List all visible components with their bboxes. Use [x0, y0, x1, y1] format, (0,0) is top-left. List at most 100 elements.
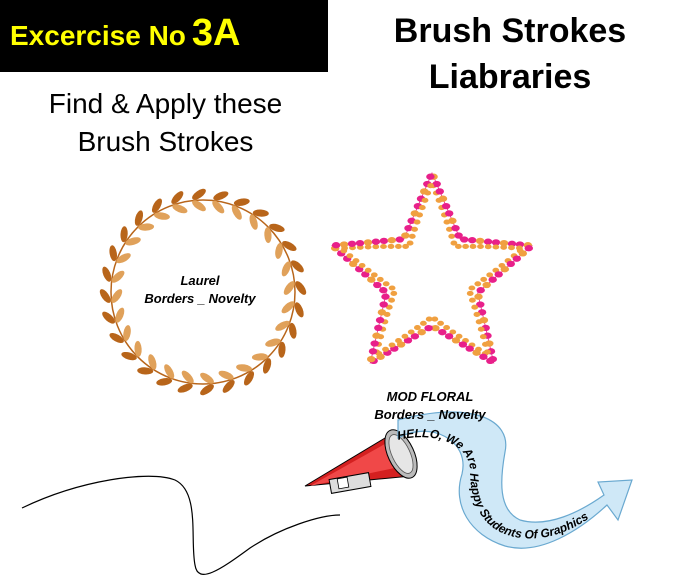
floral-petal	[446, 226, 453, 232]
floral-petal	[512, 255, 521, 262]
laurel-leaf	[294, 302, 304, 318]
page-heading: Brush Strokes Liabraries	[340, 8, 680, 100]
floral-petal	[346, 253, 354, 259]
laurel-leaf	[249, 214, 258, 230]
floral-petal	[476, 287, 485, 294]
laurel-leaf	[116, 253, 131, 264]
floral-petal	[388, 285, 396, 291]
laurel-wreath	[99, 188, 307, 396]
floral-petal	[367, 355, 376, 363]
floral-petal	[451, 337, 461, 344]
floral-petal	[425, 316, 433, 322]
floral-petal	[371, 238, 381, 245]
floral-petal	[482, 281, 491, 289]
laurel-leaf	[192, 200, 206, 212]
floral-petal	[331, 242, 341, 249]
laurel-leaf	[109, 333, 124, 344]
floral-petal	[381, 293, 390, 300]
floral-petal	[444, 333, 454, 340]
floral-petal	[339, 241, 349, 248]
laurel-leaf	[295, 281, 307, 295]
floral-petal	[432, 180, 441, 188]
floral-petal	[370, 272, 378, 278]
floral-petal	[390, 290, 398, 296]
laurel-caption: Laurel Borders _ Novelty	[130, 272, 270, 308]
floral-caption: MOD FLORAL Borders _ Novelty	[360, 388, 500, 424]
laurel-leaf	[269, 223, 285, 233]
floral-petal	[458, 341, 468, 348]
floral-petal	[402, 243, 409, 249]
floral-petal	[474, 281, 482, 287]
laurel-leaf	[123, 325, 131, 341]
floral-petal	[491, 239, 501, 246]
floral-petal	[448, 233, 456, 239]
floral-petal	[387, 243, 395, 249]
floral-petal	[477, 326, 485, 332]
laurel-leaf	[192, 188, 206, 200]
floral-petal	[441, 202, 451, 210]
floral-petal	[506, 260, 515, 268]
floral-petal	[500, 244, 508, 250]
floral-petal	[420, 320, 427, 326]
floral-petal	[524, 245, 533, 252]
floral-petal	[443, 325, 450, 331]
floral-petal	[488, 276, 497, 283]
floral-petal	[483, 238, 493, 245]
floral-petal	[372, 332, 381, 339]
laurel-leaf	[231, 205, 242, 220]
floral-petal	[364, 267, 372, 273]
floral-petal	[395, 236, 404, 243]
floral-petal	[468, 285, 476, 291]
floral-petal	[385, 304, 393, 310]
floral-petal	[407, 329, 415, 335]
floral-petal	[347, 240, 357, 247]
laurel-leaf	[233, 198, 250, 206]
floral-petal	[482, 341, 489, 347]
floral-petal	[395, 243, 402, 249]
laurel-leaf	[200, 372, 214, 384]
laurel-leaf	[111, 289, 123, 303]
floral-petal	[460, 236, 469, 243]
floral-petal	[404, 224, 413, 232]
laurel-leaf	[156, 378, 173, 386]
laurel-leaf	[172, 204, 188, 214]
floral-petal	[466, 290, 474, 296]
laurel-leaf	[218, 370, 234, 380]
laurel-leaf	[283, 281, 295, 295]
floral-petal	[387, 237, 396, 244]
floral-petal	[382, 346, 389, 352]
laurel-caption-line-1: Laurel	[180, 273, 220, 288]
floral-petal	[438, 329, 447, 336]
laurel-leaf	[275, 320, 290, 331]
floral-petal	[408, 233, 416, 239]
laurel-leaf	[177, 383, 193, 393]
floral-petal	[477, 243, 484, 250]
floral-petal	[486, 272, 494, 278]
floral-petal	[445, 210, 454, 217]
floral-petal	[518, 250, 527, 257]
floral-petal	[424, 324, 433, 332]
floral-petal	[395, 338, 402, 344]
floral-petal	[475, 237, 485, 245]
floral-petal	[401, 232, 410, 239]
floral-petal	[454, 232, 463, 239]
laurel-leaf	[151, 198, 162, 213]
laurel-leaf	[154, 212, 170, 220]
laurel-stem	[110, 199, 296, 385]
floral-petal	[462, 243, 469, 249]
floral-petal	[455, 243, 462, 249]
laurel-leaf	[200, 384, 214, 396]
floral-petal	[451, 224, 460, 232]
floral-petal	[379, 301, 388, 308]
floral-petal	[507, 240, 517, 247]
floral-petal	[473, 311, 481, 317]
floral-petal	[403, 337, 413, 344]
floral-petal	[358, 262, 366, 269]
floral-petal	[475, 319, 483, 325]
floral-petal	[474, 293, 483, 300]
floral-petal	[414, 325, 421, 331]
floral-petal	[438, 195, 448, 202]
floral-petal	[352, 258, 360, 264]
